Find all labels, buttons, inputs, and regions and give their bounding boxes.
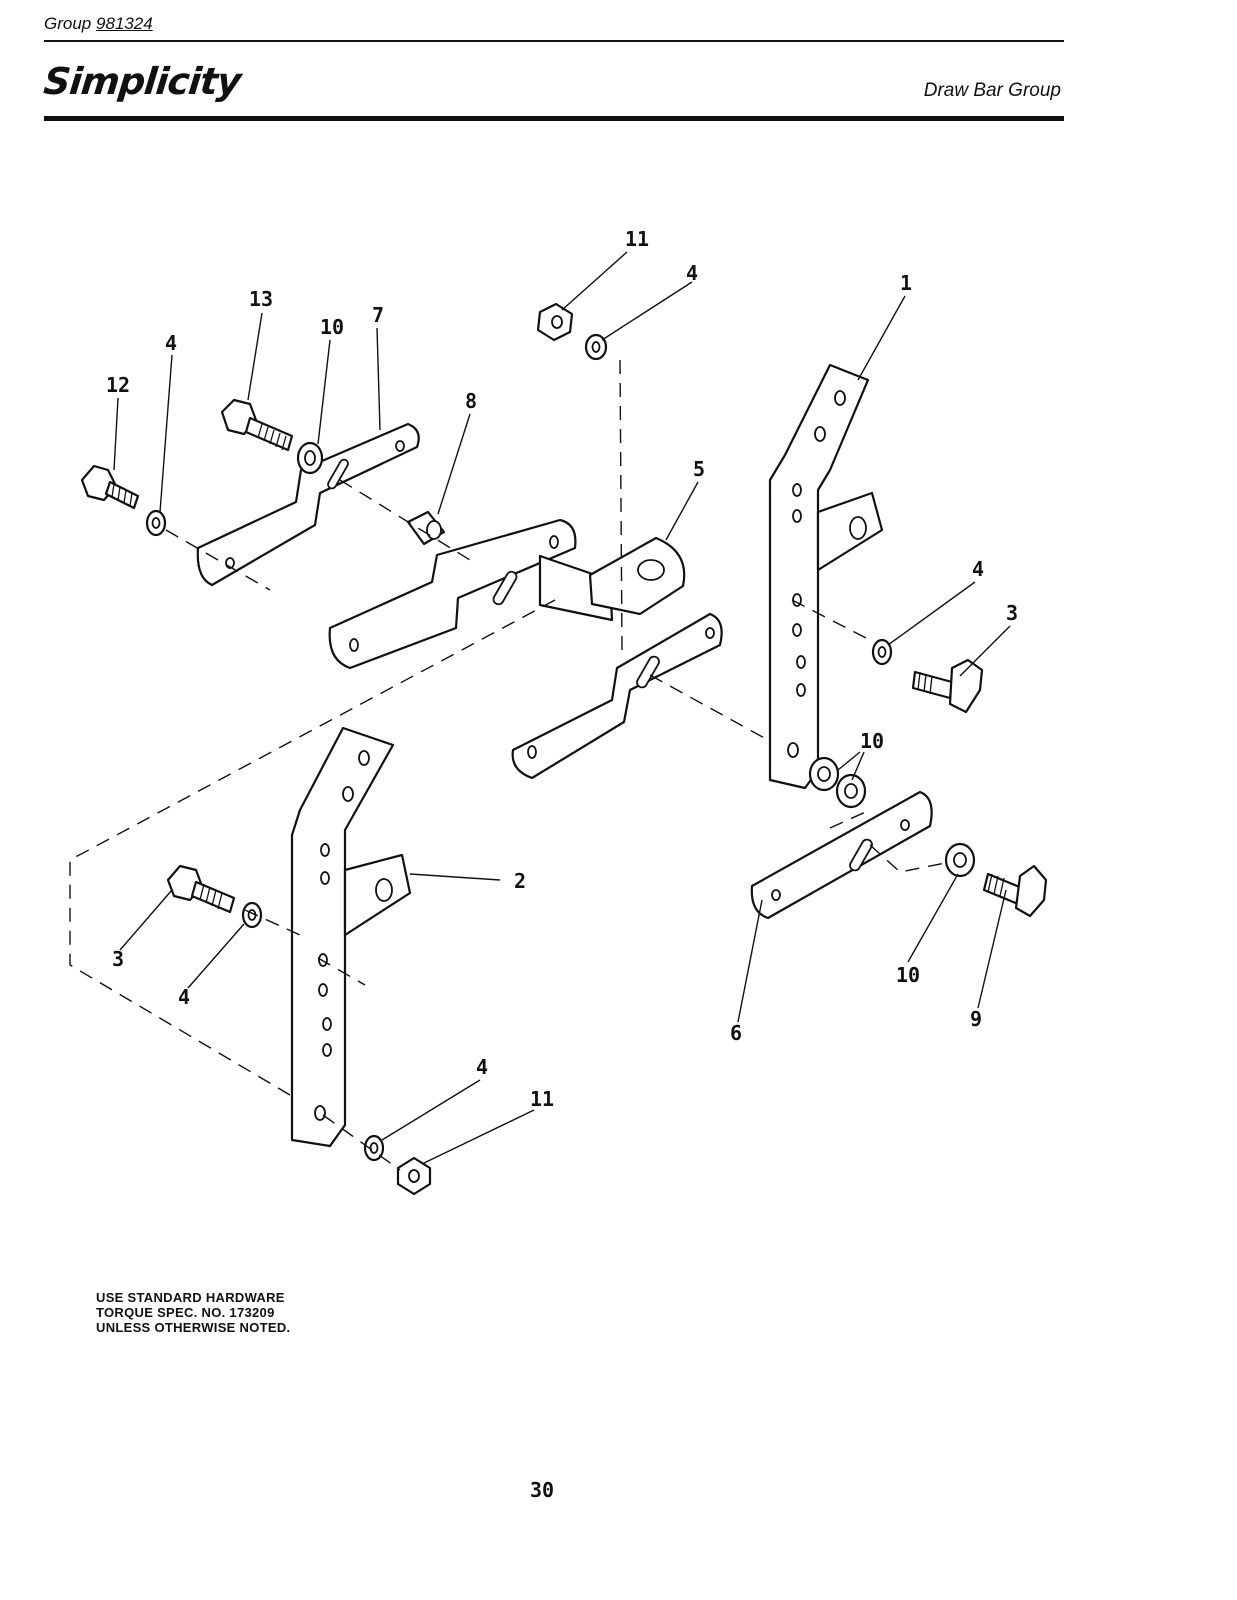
callout-leader-lines: [113, 251, 1011, 1165]
part-11-nut-bottom: [396, 1156, 432, 1196]
callout-2: 2: [514, 869, 526, 893]
callout-4: 4: [972, 557, 984, 581]
part-13-bolt: [220, 398, 294, 452]
callout-9: 9: [970, 1007, 982, 1031]
callout-5: 5: [693, 457, 705, 481]
callout-3: 3: [112, 947, 124, 971]
group-number: 981324: [95, 14, 153, 33]
part-5-center-draw-bar: [328, 518, 723, 780]
callout-6: 6: [730, 1021, 742, 1045]
callout-11: 11: [530, 1087, 554, 1111]
callout-11: 11: [625, 227, 649, 251]
part-7-offset-bar: [196, 422, 420, 587]
part-8-spacer: [406, 510, 446, 546]
part-12-bolt: [80, 464, 140, 510]
callout-1: 1: [900, 271, 912, 295]
part-11-nut-top: [536, 302, 574, 342]
part-3-bolt-right: [911, 658, 984, 714]
part-3-bolt-left: [166, 864, 236, 914]
assembly-dashed-lines: [69, 359, 951, 1171]
part-6-lower-bar: [750, 790, 933, 920]
part-10-flat-washers: [296, 441, 976, 878]
callout-4: 4: [686, 261, 698, 285]
callout-4: 4: [178, 985, 190, 1009]
header-rule-thick: [44, 116, 1064, 121]
callout-numbers: 11 4 1 13 10 7 4 12 8 5 4 3 10 2 3 4 10 …: [106, 227, 1018, 1111]
note-line-2: TORQUE SPEC. NO. 173209: [96, 1305, 275, 1320]
part-2-left-bracket: [290, 726, 412, 1148]
callout-13: 13: [249, 287, 273, 311]
page-number: 30: [530, 1478, 555, 1502]
note-line-1: USE STANDARD HARDWARE: [96, 1290, 285, 1305]
callout-4: 4: [165, 331, 177, 355]
callout-4: 4: [476, 1055, 488, 1079]
callout-10: 10: [860, 729, 884, 753]
callout-12: 12: [106, 373, 130, 397]
part-1-right-bracket: [768, 363, 884, 790]
callout-7: 7: [372, 303, 384, 327]
callout-8: 8: [465, 389, 477, 413]
header-rule-thin: [44, 40, 1064, 42]
callout-3: 3: [1006, 601, 1018, 625]
part-9-bolt: [982, 864, 1048, 918]
group-prefix: Group: [44, 14, 92, 33]
callout-10: 10: [896, 963, 920, 987]
hardware-note: USE STANDARD HARDWARE TORQUE SPEC. NO. 1…: [96, 1290, 290, 1335]
note-line-3: UNLESS OTHERWISE NOTED.: [96, 1320, 291, 1335]
group-label: Group 981324: [44, 14, 153, 34]
section-title: Draw Bar Group: [923, 80, 1061, 101]
callout-10: 10: [320, 315, 344, 339]
